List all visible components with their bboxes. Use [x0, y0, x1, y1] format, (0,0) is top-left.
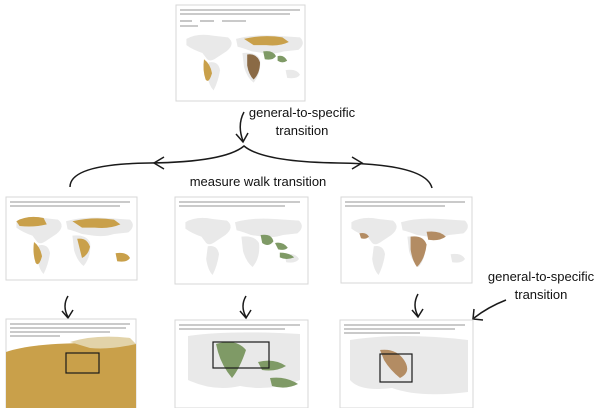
down-arrow-right: [414, 293, 419, 317]
overview-map-thumbnail: [175, 4, 306, 102]
down-arrow-right-head: [411, 308, 424, 319]
zoom-box: [379, 353, 413, 383]
world-map: [185, 217, 302, 275]
right-transition-arrow: [473, 299, 507, 319]
top-transition-label-line1: general-to-specific: [249, 105, 356, 120]
right-transition-arrow-head: [472, 308, 484, 321]
bottom-right-map-thumbnail: [339, 319, 474, 408]
brace-right-arrowhead: [351, 156, 364, 170]
middle-right-map-thumbnail: [340, 196, 473, 284]
measure-walk-label: measure walk transition: [190, 174, 327, 189]
right-transition-label-line1: general-to-specific: [488, 269, 595, 284]
down-arrow-top: [239, 111, 245, 142]
measure-walk-brace: [69, 145, 433, 189]
middle-left-map-thumbnail: [5, 196, 138, 281]
brace-left-arrowhead: [152, 156, 165, 170]
world-map: [16, 216, 133, 274]
top-transition-label-line2: transition: [276, 123, 329, 138]
middle-center-map-thumbnail: [174, 196, 309, 285]
bottom-left-map-thumbnail: [5, 318, 137, 408]
world-map: [186, 34, 303, 91]
zoom-box: [212, 341, 270, 369]
world-map: [351, 217, 468, 275]
zoom-box: [65, 352, 100, 374]
down-arrow-left-head: [61, 309, 74, 320]
down-arrow-center-head: [239, 309, 252, 320]
down-arrow-top-head: [235, 132, 249, 144]
right-transition-label-line2: transition: [515, 287, 568, 302]
down-arrow-left: [64, 295, 69, 318]
down-arrow-center: [242, 295, 247, 318]
thumbnail-text-lines: [180, 9, 300, 27]
bottom-center-map-thumbnail: [174, 319, 309, 408]
